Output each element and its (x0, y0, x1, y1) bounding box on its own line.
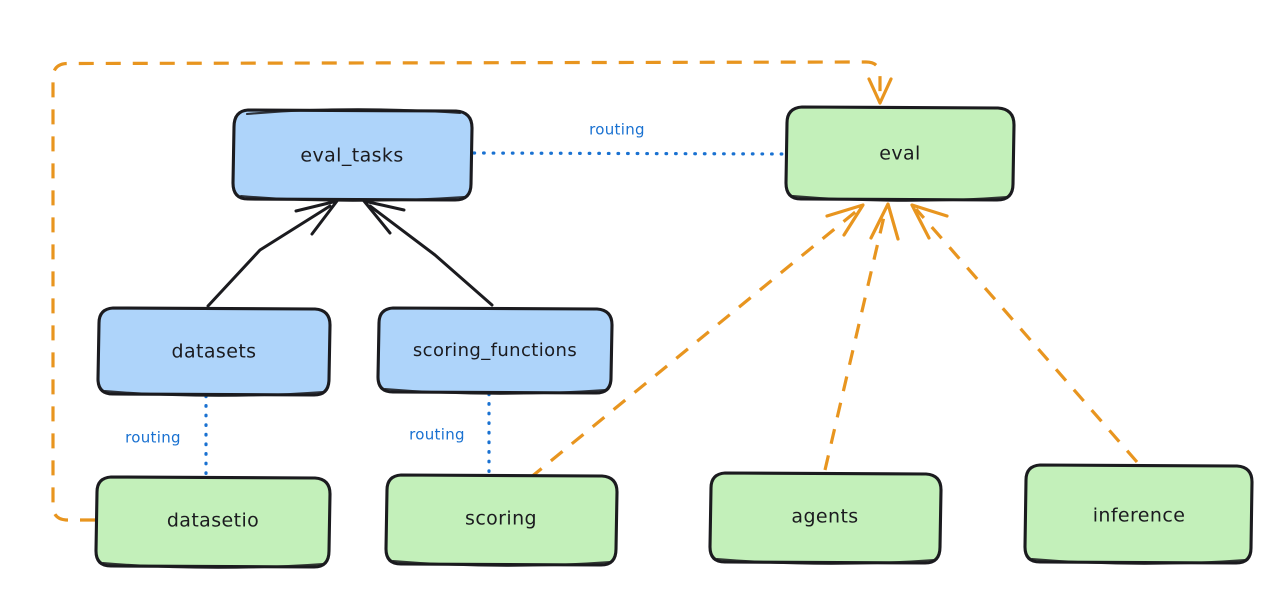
node-inference[interactable]: inference (1023, 463, 1254, 565)
node-label-datasets: datasets (172, 341, 257, 363)
edge-inference-to-eval (910, 203, 1139, 464)
node-datasets[interactable]: datasets (96, 306, 332, 397)
node-scoring-functions[interactable]: scoring_functions (376, 306, 614, 395)
node-scoring[interactable]: scoring (384, 473, 619, 567)
node-label-scoring-functions: scoring_functions (413, 340, 577, 361)
edge-datasetio-to-eval (51, 60, 893, 522)
edge-label-routing-datasets: routing (125, 429, 181, 447)
node-label-datasetio: datasetio (167, 510, 259, 532)
node-agents[interactable]: agents (708, 471, 943, 565)
node-label-eval: eval (879, 143, 920, 165)
edge-label-routing-scoring: routing (409, 426, 465, 444)
edge-scoring-to-eval (528, 203, 865, 480)
edge-scoring-functions-to-eval-tasks (362, 199, 494, 307)
node-eval[interactable]: eval (784, 105, 1016, 202)
edge-eval-tasks-to-eval (472, 151, 786, 156)
node-label-agents: agents (791, 506, 858, 528)
node-datasetio[interactable]: datasetio (94, 475, 332, 569)
edge-agents-to-eval (823, 202, 900, 471)
node-label-eval-tasks: eval_tasks (300, 145, 403, 167)
edge-label-routing-eval: routing (589, 121, 645, 139)
edge-datasets-to-eval-tasks (206, 199, 339, 308)
node-label-scoring: scoring (465, 508, 537, 530)
node-eval-tasks[interactable]: eval_tasks (231, 108, 474, 202)
node-label-inference: inference (1093, 505, 1186, 527)
